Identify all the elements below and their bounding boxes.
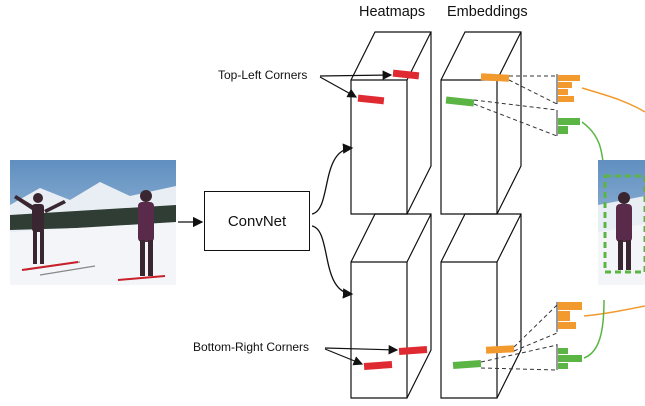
embedding-vector-bottom-orange bbox=[556, 302, 582, 332]
bottom-embed-green bbox=[452, 360, 482, 369]
dashed-projections bbox=[473, 75, 558, 371]
embedding-vector-top-green bbox=[556, 110, 580, 136]
orange-group-curve-top bbox=[581, 87, 645, 113]
green-group-curve-bottom bbox=[583, 299, 605, 359]
orange-group-curve-bottom bbox=[583, 305, 645, 317]
embedding-vector-bottom-green bbox=[556, 344, 582, 370]
top-left-mark-front bbox=[357, 94, 385, 105]
heatmap-box-top bbox=[350, 31, 432, 215]
heatmap-box-bottom bbox=[350, 213, 432, 399]
top-embed-green bbox=[445, 96, 475, 107]
heatmap-marks bbox=[357, 69, 428, 370]
top-left-corners-label: Top-Left Corners bbox=[218, 68, 308, 82]
heatmaps-header: Heatmaps bbox=[359, 4, 426, 20]
top-embed-orange bbox=[480, 73, 510, 82]
embedding-marks bbox=[445, 73, 515, 369]
bottom-right-mark-back bbox=[398, 346, 428, 355]
bottom-right-mark-front bbox=[363, 361, 393, 370]
input-photo bbox=[10, 160, 176, 285]
embeddings-header: Embeddings bbox=[447, 4, 528, 20]
embedding-vector-top-orange bbox=[556, 74, 580, 104]
embedding-box-top bbox=[440, 31, 522, 215]
bottom-embed-orange bbox=[485, 345, 515, 354]
embedding-box-bottom bbox=[440, 213, 522, 399]
top-left-mark-back bbox=[392, 69, 420, 80]
bottom-right-corners-label: Bottom-Right Corners bbox=[193, 340, 310, 354]
convnet-box: ConvNet bbox=[204, 191, 310, 251]
output-photo bbox=[598, 160, 645, 285]
